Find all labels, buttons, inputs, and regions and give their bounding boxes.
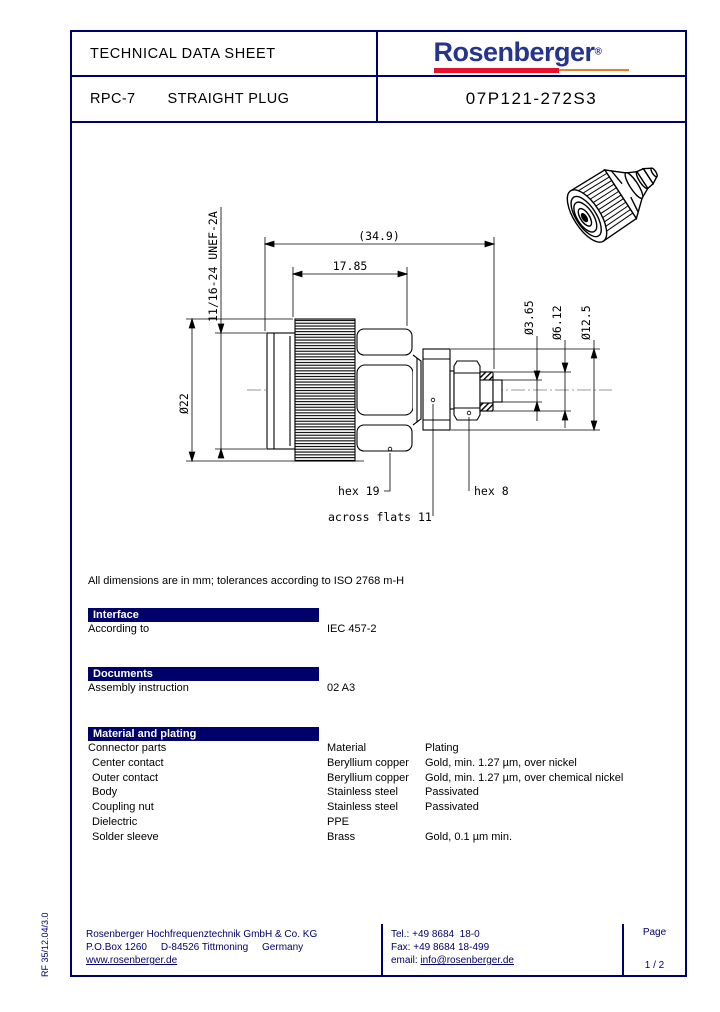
logo-wordmark: Rosenberger xyxy=(433,36,596,67)
section-interface-header: Interface xyxy=(88,608,319,622)
table-row: Coupling nut Stainless steel Passivated xyxy=(92,801,479,814)
logo-orange-bar xyxy=(558,69,630,71)
interface-label: According to xyxy=(88,623,150,635)
telephone: Tel.: +49 8684 18-0 xyxy=(391,929,480,940)
section-documents-header: Documents xyxy=(88,667,319,681)
document-revision-code: RF 35/12.04/3.0 xyxy=(40,912,50,977)
product-series: RPC-7 xyxy=(90,91,136,107)
dim-dia365: Ø3.65 xyxy=(522,300,536,335)
dim-dia125: Ø12.5 xyxy=(579,305,593,340)
col-connector-parts: Connector parts xyxy=(88,742,167,754)
section-material-header: Material and plating xyxy=(88,727,319,741)
fax: Fax: +49 8684 18-499 xyxy=(391,942,490,953)
product-type: STRAIGHT PLUG xyxy=(167,91,290,107)
footer-page-cell: Page 1 / 2 xyxy=(624,924,685,975)
extension-lines xyxy=(186,237,600,462)
footer-company-cell: Rosenberger Hochfrequenztechnik GmbH & C… xyxy=(72,924,383,975)
title-cell: TECHNICAL DATA SHEET xyxy=(72,32,378,75)
dim-coupling-length: 17.85 xyxy=(333,259,368,273)
leader-lines xyxy=(384,397,472,516)
dim-dia22: Ø22 xyxy=(177,393,191,414)
part-number: 07P121-272S3 xyxy=(465,89,598,108)
tolerance-note: All dimensions are in mm; tolerances acc… xyxy=(88,575,405,587)
label-hex8: hex 8 xyxy=(474,484,509,498)
table-row: Solder sleeve Brass Gold, 0.1 µm min. xyxy=(92,830,513,843)
label-hex19: hex 19 xyxy=(338,484,380,498)
sheet-frame: TECHNICAL DATA SHEET Rosenberger® RPC-7 xyxy=(70,30,687,977)
product-cell: RPC-7 STRAIGHT PLUG xyxy=(72,77,378,121)
rosenberger-logo: Rosenberger® xyxy=(433,36,630,73)
page-number: 1 / 2 xyxy=(644,960,665,971)
table-row: Dielectric PPE xyxy=(92,815,350,828)
document-title: TECHNICAL DATA SHEET xyxy=(90,45,276,62)
dimension-labels: 11/16-24 UNEF-2A (34.9) 17.85 Ø22 Ø3.65 … xyxy=(177,211,593,524)
table-row: Center contact Beryllium copper Gold, mi… xyxy=(92,756,577,769)
logo-cell: Rosenberger® xyxy=(378,32,685,75)
logo-underline xyxy=(433,67,630,73)
company-name: Rosenberger Hochfrequenztechnik GmbH & C… xyxy=(86,929,318,940)
footer-contact-cell: Tel.: +49 8684 18-0 Fax: +49 8684 18-499… xyxy=(383,924,624,975)
col-plating: Plating xyxy=(425,742,459,754)
part-number-cell: 07P121-272S3 xyxy=(378,77,685,121)
documents-label: Assembly instruction xyxy=(88,682,189,694)
label-across-flats: across flats 11 xyxy=(328,510,432,524)
documents-row: Assembly instruction 02 A3 xyxy=(88,682,355,694)
email-label: email: xyxy=(391,955,421,966)
dimension-lines xyxy=(188,207,598,463)
col-material: Material xyxy=(327,742,367,754)
email-link[interactable]: info@rosenberger.de xyxy=(420,955,514,966)
header-row-title: TECHNICAL DATA SHEET Rosenberger® xyxy=(72,32,685,77)
website-link[interactable]: www.rosenberger.de xyxy=(86,955,178,966)
table-row: Outer contact Beryllium copper Gold, min… xyxy=(92,771,624,784)
connector-3d-view xyxy=(566,167,658,243)
interface-row: According to IEC 457-2 xyxy=(88,623,377,635)
company-address: P.O.Box 1260 D-84526 Tittmoning Germany xyxy=(86,942,304,953)
main-content: 11/16-24 UNEF-2A (34.9) 17.85 Ø22 Ø3.65 … xyxy=(72,123,685,924)
table-row: Body Stainless steel Passivated xyxy=(92,786,479,799)
logo-red-bar xyxy=(433,67,559,73)
material-table-header-row: Connector parts Material Plating xyxy=(88,742,623,757)
technical-drawing: 11/16-24 UNEF-2A (34.9) 17.85 Ø22 Ø3.65 … xyxy=(177,167,658,524)
connector-side-view xyxy=(266,318,503,462)
registered-mark: ® xyxy=(594,46,602,58)
documents-value: 02 A3 xyxy=(327,682,356,694)
material-table: Connector parts Material Plating Center … xyxy=(88,742,623,846)
dim-thread: 11/16-24 UNEF-2A xyxy=(206,211,220,322)
dim-overall-length: (34.9) xyxy=(358,229,400,243)
dim-dia612: Ø6.12 xyxy=(550,305,564,340)
interface-value: IEC 457-2 xyxy=(327,623,377,635)
header-row-product: RPC-7 STRAIGHT PLUG 07P121-272S3 xyxy=(72,77,685,123)
footer: Rosenberger Hochfrequenztechnik GmbH & C… xyxy=(72,924,685,975)
page-label: Page xyxy=(642,927,667,938)
